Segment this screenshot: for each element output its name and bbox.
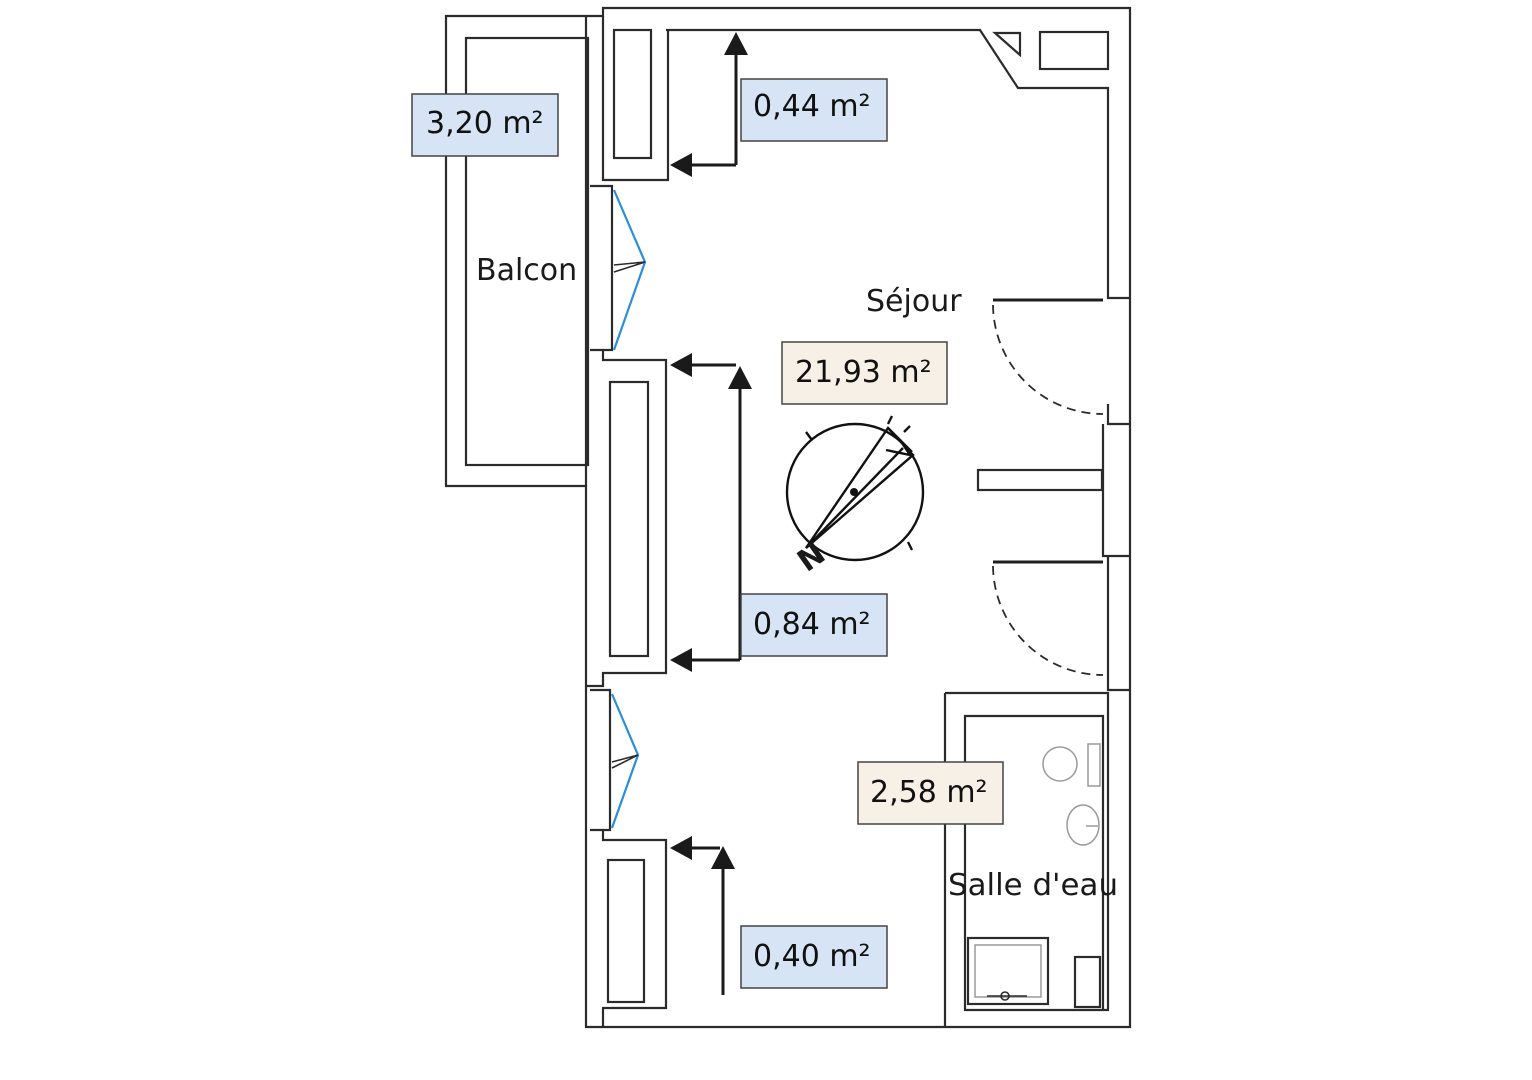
area-sejour: 21,93 m² — [781, 341, 948, 405]
area-bottom-wardrobe: 0,40 m² — [740, 925, 888, 989]
area-middle-wardrobe-text: 0,84 m² — [753, 607, 871, 642]
left-partitions — [586, 16, 670, 1027]
compass-icon: N — [785, 415, 925, 579]
outer-walls — [444, 6, 1132, 1029]
area-top-wardrobe-text: 0,44 m² — [753, 89, 871, 124]
area-balcon: 3,20 m² — [411, 93, 559, 157]
area-salle-eau: 2,58 m² — [857, 761, 1004, 825]
room-label-balcon: Balcon — [476, 253, 577, 288]
area-salle-eau-text: 2,58 m² — [870, 775, 988, 810]
area-bottom-wardrobe-text: 0,40 m² — [753, 939, 871, 974]
bathroom-fixtures — [966, 743, 1102, 1009]
toilet-icon — [1042, 746, 1078, 782]
area-sejour-text: 21,93 m² — [795, 355, 932, 390]
doors — [976, 298, 1104, 676]
arrows — [670, 32, 752, 995]
area-middle-wardrobe: 0,84 m² — [740, 593, 888, 657]
balcony-inner — [464, 36, 590, 467]
room-label-salle-eau: Salle d'eau — [948, 868, 1118, 903]
area-top-wardrobe: 0,44 m² — [740, 78, 888, 142]
compass-north-label: N — [791, 536, 832, 579]
room-label-sejour: Séjour — [866, 284, 962, 319]
shower-icon — [966, 936, 1050, 1006]
bathroom-walls — [943, 691, 1110, 1027]
top-right-fixtures — [992, 30, 1110, 71]
windows — [610, 189, 647, 829]
area-balcon-text: 3,20 m² — [426, 106, 544, 141]
sink-icon — [1066, 804, 1100, 846]
